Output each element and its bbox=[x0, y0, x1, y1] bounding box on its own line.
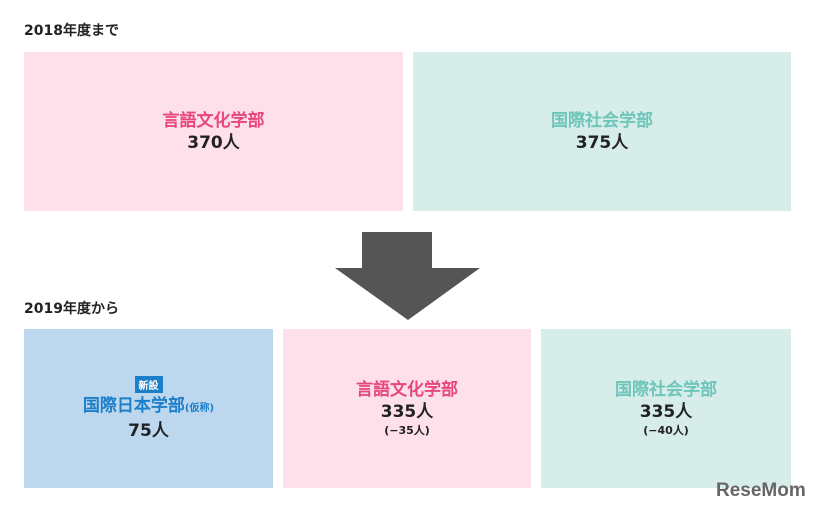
dept-diff: (−40人) bbox=[643, 423, 689, 437]
dept-count: 370人 bbox=[187, 132, 240, 153]
dept-count: 375人 bbox=[575, 132, 629, 153]
dept-box-kokusai-nihon-2019: 新設 国際日本学部(仮称) 75人 bbox=[24, 329, 273, 488]
dept-count: 335人 bbox=[639, 401, 693, 422]
resemom-logo: ReseMom bbox=[716, 480, 806, 501]
dept-name: 国際日本学部 bbox=[82, 395, 185, 416]
dept-name: 言語文化学部 bbox=[356, 379, 458, 400]
dept-box-kokusai-2018: 国際社会学部 375人 bbox=[413, 52, 791, 211]
after-label: 2019年度から bbox=[24, 301, 119, 317]
dept-name: 国際社会学部 bbox=[615, 379, 717, 400]
dept-count: 75人 bbox=[128, 420, 169, 441]
dept-box-gengo-2019: 言語文化学部 335人 (−35人) bbox=[283, 329, 531, 488]
dept-name: 国際社会学部 bbox=[551, 110, 653, 131]
dept-diff: (−35人) bbox=[384, 423, 430, 437]
provisional-note: (仮称) bbox=[184, 402, 215, 414]
dept-box-gengo-2018: 言語文化学部 370人 bbox=[24, 52, 403, 211]
dept-name: 言語文化学部 bbox=[162, 110, 265, 131]
dept-box-kokusai-2019: 国際社会学部 335人 (−40人) bbox=[541, 329, 791, 488]
new-badge: 新設 bbox=[134, 375, 163, 393]
dept-count: 335人 bbox=[380, 401, 434, 422]
before-label: 2018年度まで bbox=[24, 23, 119, 39]
